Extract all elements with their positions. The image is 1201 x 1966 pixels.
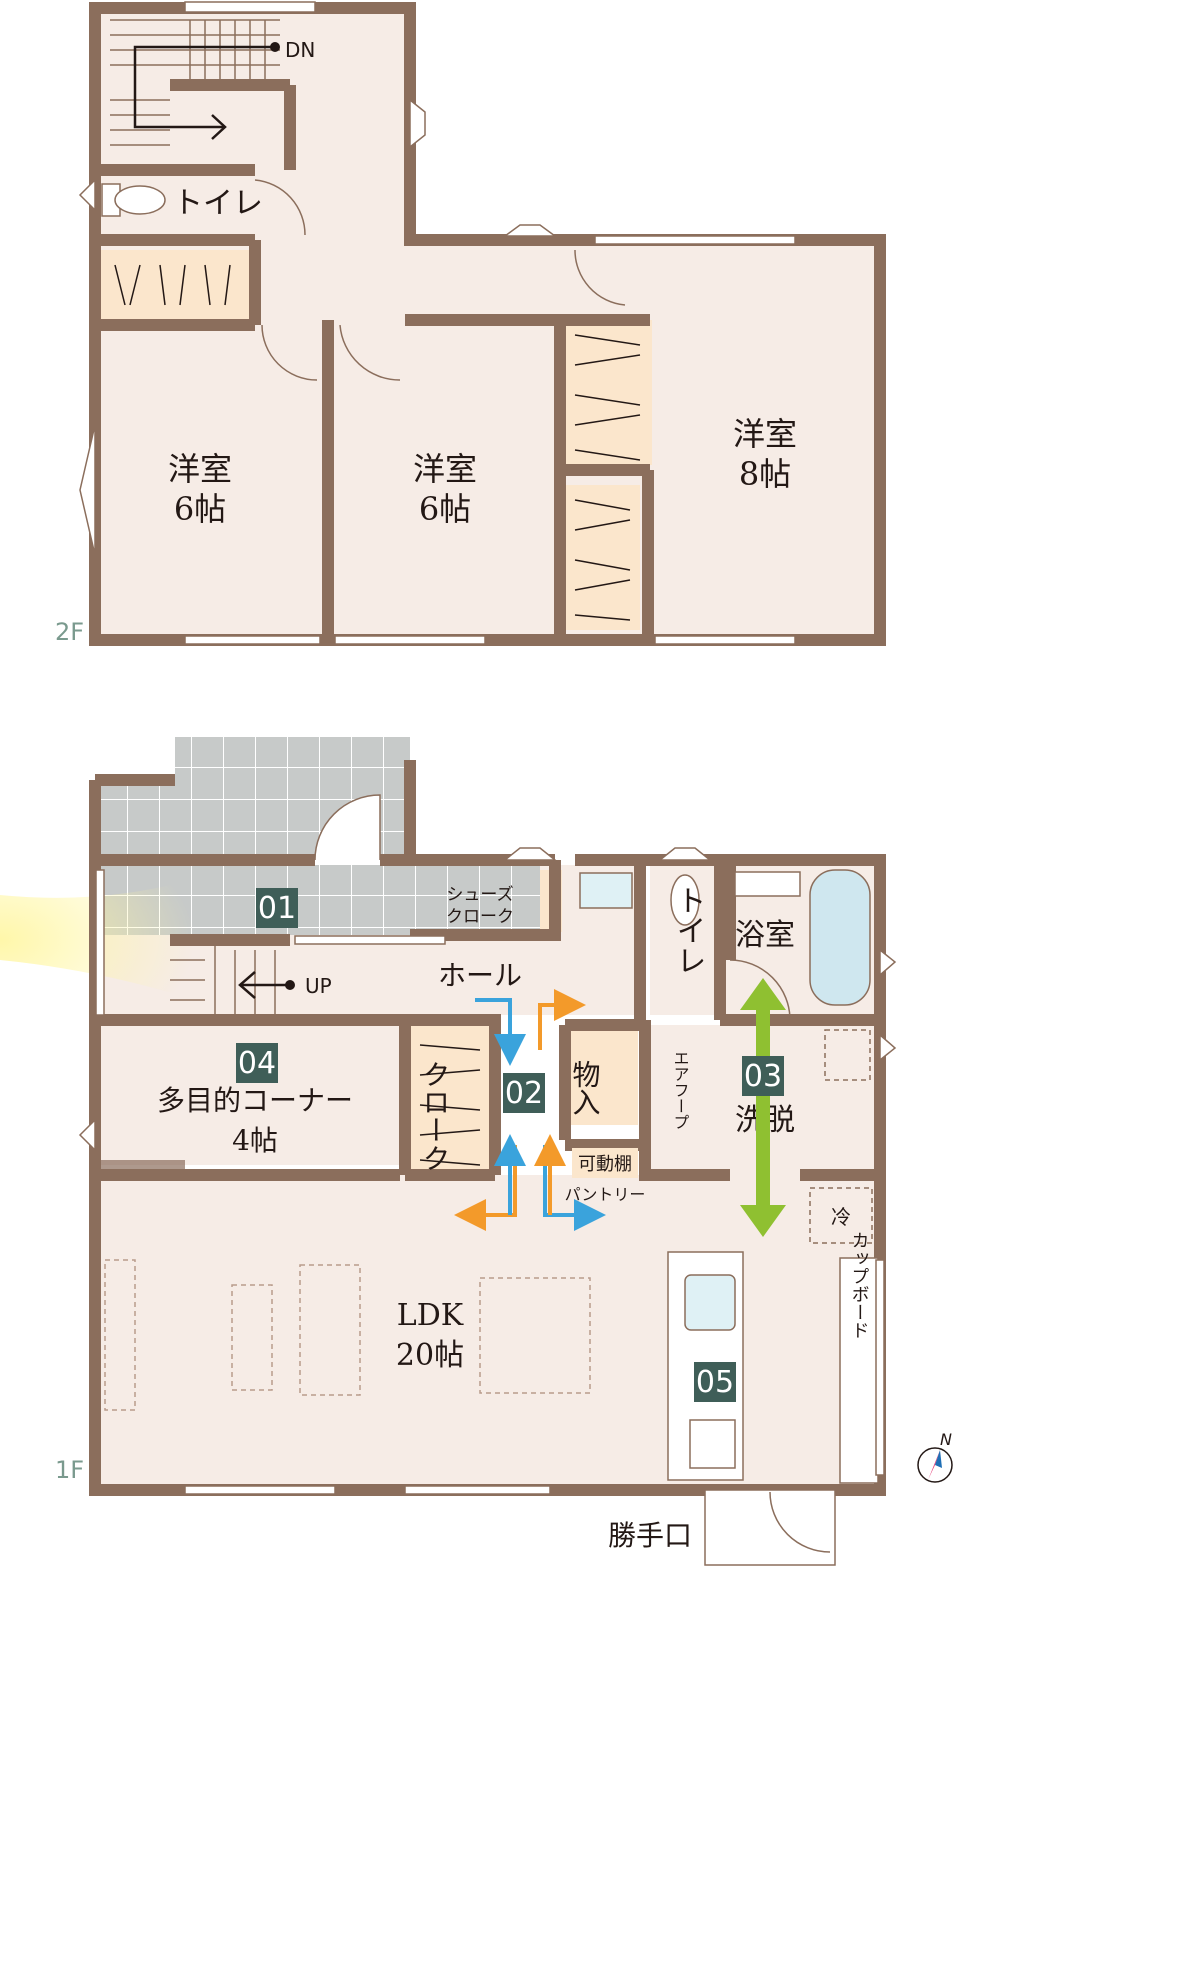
stairs-up-label: UP — [305, 974, 332, 998]
door-east-room — [574, 249, 626, 306]
toilet-2f-label: トイレ — [173, 186, 263, 221]
closet-hatch-2f — [114, 264, 641, 621]
storage-label: 物入 — [569, 1060, 602, 1116]
back-door-label: 勝手口 — [608, 1519, 692, 1552]
walls-1f — [89, 760, 886, 1496]
arrow-head-icon — [211, 114, 227, 140]
room-east-size: 8帖 — [739, 455, 791, 493]
shoe-cloak-line1: シューズ — [446, 885, 513, 905]
floor-1f: UP シューズ クローク ホール トイレ 浴室 エアフープ 洗脱 多目的コーナー… — [0, 737, 953, 1566]
marker-04: 04 — [236, 1043, 278, 1083]
room-east-name: 洋室 — [733, 415, 797, 453]
hand-wash-sink — [579, 872, 633, 909]
washing-machine — [824, 1029, 871, 1081]
entrance-door — [314, 794, 381, 861]
svg-text:03: 03 — [744, 1059, 782, 1094]
stair-up-dot — [285, 980, 295, 990]
shelf-label: 可動棚 — [578, 1154, 632, 1175]
marker-05: 05 — [694, 1362, 736, 1402]
air-hook-label: エアフープ — [671, 1050, 690, 1130]
door-center-room — [339, 324, 401, 381]
toilet-1f-label: トイレ — [671, 885, 706, 975]
wash-flow-arrow-heads — [740, 978, 786, 1237]
floor-2f-label: 2F — [55, 618, 84, 646]
back-door-step — [704, 1489, 836, 1566]
hall-label: ホール — [438, 959, 522, 992]
multi-corner-size: 4帖 — [232, 1124, 278, 1157]
ldk-furniture — [104, 1259, 591, 1411]
floor-1f-label: 1F — [55, 1456, 84, 1484]
svg-text:01: 01 — [258, 891, 296, 926]
flow-arrows — [454, 989, 606, 1231]
ldk-name: LDK — [397, 1298, 464, 1333]
bath-door — [729, 959, 791, 1021]
step — [294, 935, 446, 945]
bath-vanity — [734, 871, 801, 897]
ldk-size: 20帖 — [396, 1338, 464, 1373]
floor-2f: DN トイレ 洋室 6帖 洋室 — [55, 1, 886, 646]
kitchen-sink — [684, 1274, 736, 1331]
stair-start-dot — [270, 42, 280, 52]
stairs-1f — [170, 945, 276, 1015]
compass-icon: N — [917, 1430, 953, 1483]
svg-text:02: 02 — [505, 1076, 543, 1111]
cloak-hatch — [419, 1044, 481, 1166]
door-west-room — [261, 324, 318, 381]
marker-03: 03 — [742, 1056, 784, 1096]
bathtub — [809, 869, 871, 1006]
storage-floor — [560, 1030, 638, 1125]
marker-01: 01 — [256, 888, 298, 928]
toilet-2f-fixture — [101, 183, 166, 217]
room-center-size: 6帖 — [419, 490, 471, 528]
svg-text:04: 04 — [238, 1046, 276, 1081]
cupboard-label: カップボード — [849, 1231, 870, 1339]
stairs-dn-label: DN — [285, 38, 315, 62]
room-center-name: 洋室 — [413, 450, 477, 488]
cloak-label: クローク — [419, 1060, 452, 1172]
walls-2f — [89, 2, 886, 646]
compass-n-label: N — [940, 1430, 952, 1449]
back-door-swing — [769, 1491, 831, 1553]
closet-east — [562, 320, 652, 465]
shoe-cloak-line2: クローク — [446, 907, 514, 927]
windows-1f — [78, 847, 897, 1495]
fridge-space — [809, 1187, 873, 1244]
bath-label: 浴室 — [735, 918, 795, 953]
toilet-1f-fixture — [670, 874, 700, 926]
corner-sliding-door — [100, 1160, 185, 1170]
closet-center — [562, 485, 640, 630]
svg-text:05: 05 — [696, 1365, 734, 1400]
stair-dn-arrow — [133, 45, 275, 129]
toilet-2f-door — [254, 179, 306, 236]
multi-corner-name: 多目的コーナー — [157, 1084, 353, 1117]
cupboard — [839, 1257, 879, 1484]
fridge-label: 冷 — [831, 1205, 851, 1229]
stairs-2f — [110, 19, 280, 146]
room-west-size: 6帖 — [174, 490, 226, 528]
closet-west — [100, 250, 250, 328]
pantry-label: パントリー — [565, 1185, 646, 1204]
windows-2f — [78, 1, 796, 645]
arrow-head-icon — [238, 971, 256, 999]
shelf-area — [572, 1148, 638, 1178]
marker-02: 02 — [503, 1073, 545, 1113]
stove — [689, 1419, 736, 1469]
room-west-name: 洋室 — [168, 450, 232, 488]
ldk-floor — [100, 1175, 880, 1485]
